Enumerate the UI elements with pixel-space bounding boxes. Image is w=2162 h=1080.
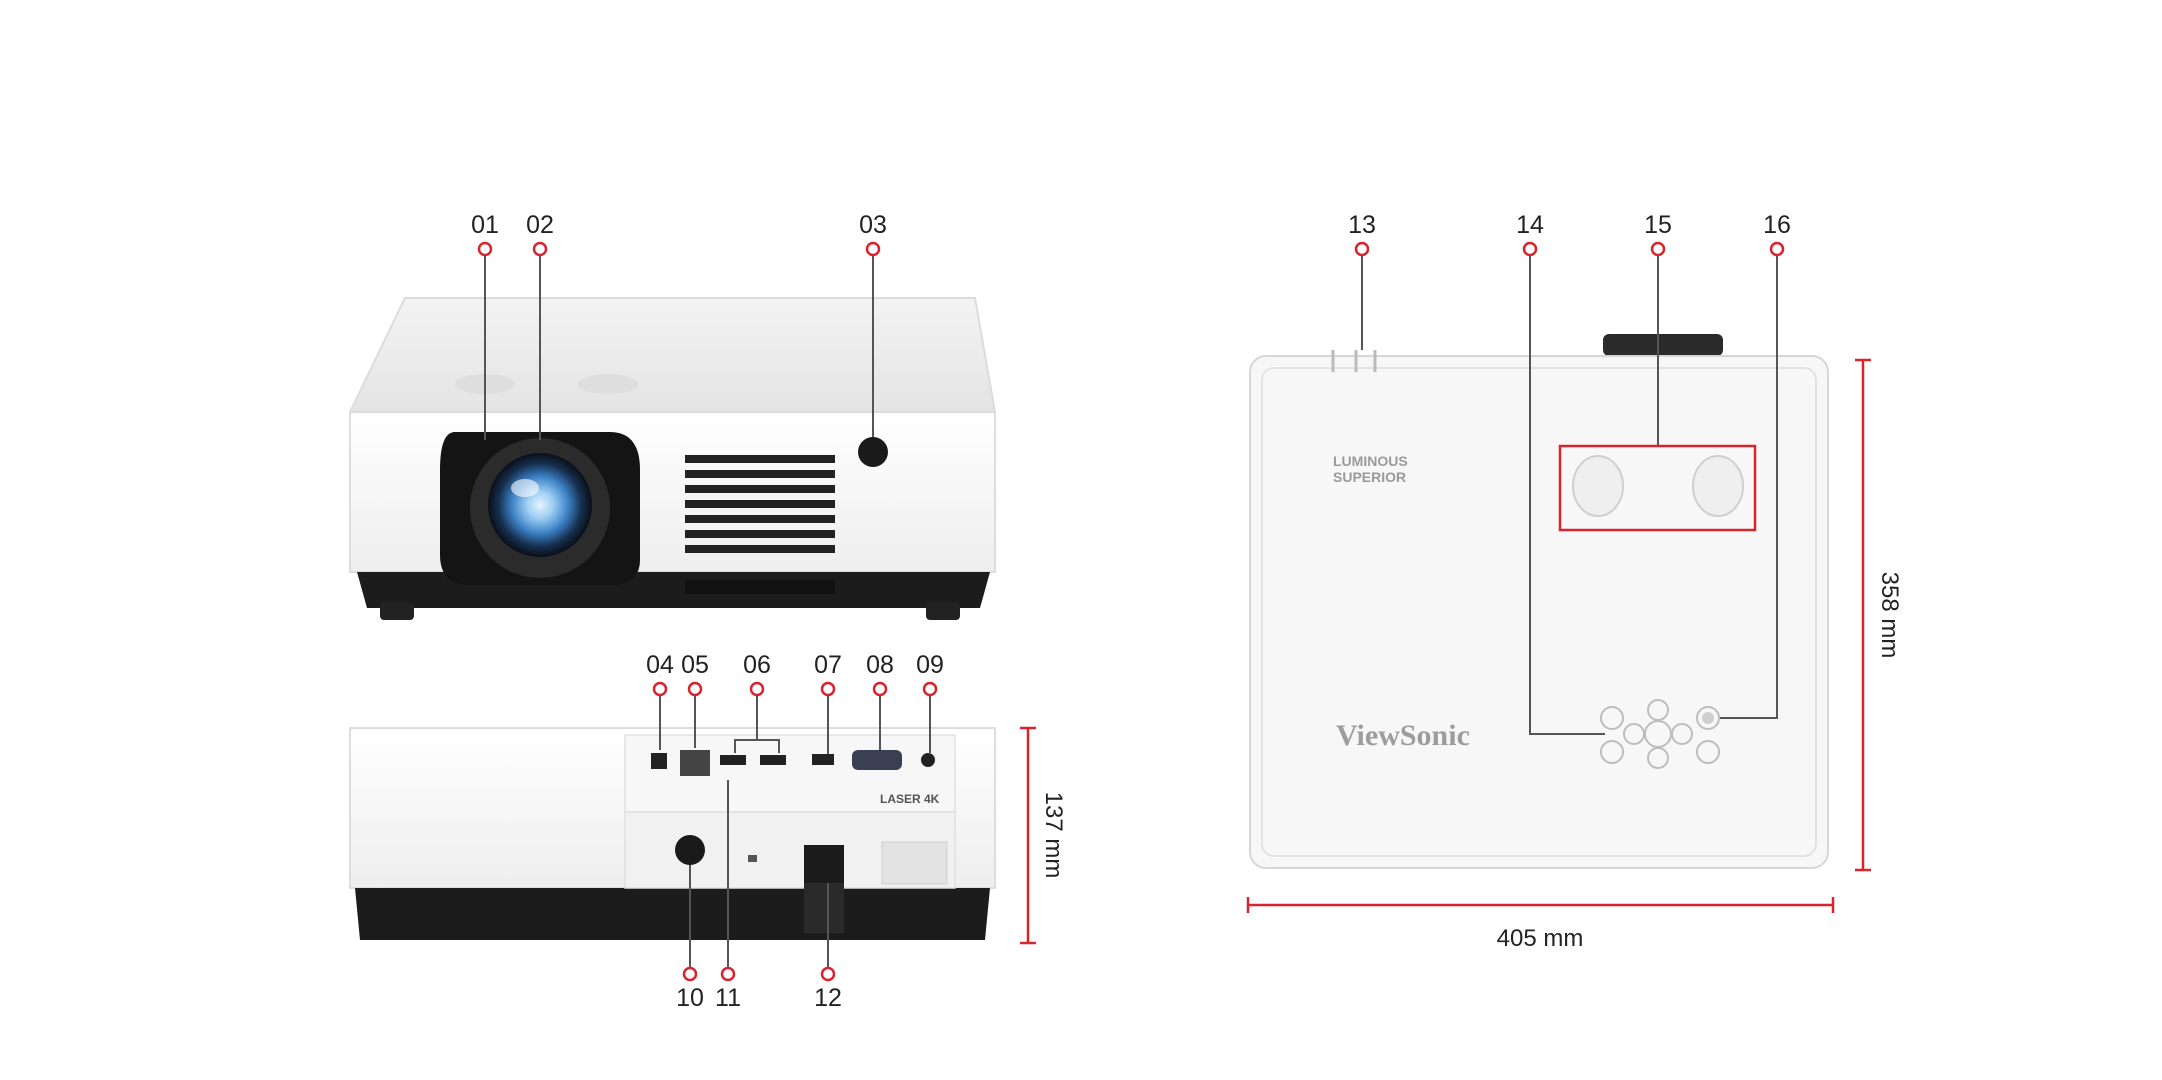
luminous-badge-line2: SUPERIOR (1333, 469, 1406, 485)
lens-shift-dial-right (1692, 455, 1744, 517)
callout-label-09: 09 (916, 651, 944, 679)
ir-receiver-icon (858, 437, 888, 467)
marker-11 (720, 966, 736, 982)
power-cord-channel (804, 883, 844, 933)
width-dimension-label: 405 mm (1497, 925, 1584, 952)
marker-01 (477, 241, 493, 257)
control-keypad (1600, 699, 1720, 769)
marker-05 (687, 681, 703, 697)
marker-03 (865, 241, 881, 257)
marker-14 (1522, 241, 1538, 257)
marker-16 (1769, 241, 1785, 257)
top-lens-knob (1603, 334, 1723, 356)
luminous-badge-line1: LUMINOUS (1333, 453, 1408, 469)
rear-ir-receiver (675, 835, 705, 865)
front-view (348, 297, 997, 620)
callout-label-15: 15 (1644, 211, 1672, 239)
callout-label-02: 02 (526, 211, 554, 239)
marker-10 (682, 966, 698, 982)
marker-15 (1650, 241, 1666, 257)
marker-08 (872, 681, 888, 697)
lens-shift-dial-left (1572, 455, 1624, 517)
top-view: LUMINOUS SUPERIOR ViewSonic (1249, 334, 1829, 869)
front-vent-grille (685, 455, 835, 594)
callout-label-01: 01 (471, 211, 499, 239)
callout-label-03: 03 (859, 211, 887, 239)
marker-04 (652, 681, 668, 697)
callout-label-13: 13 (1348, 211, 1376, 239)
callout-label-12: 12 (814, 984, 842, 1012)
callout-label-10: 10 (676, 984, 704, 1012)
port-09-audio (921, 753, 935, 767)
front-top-grip-right (578, 374, 638, 394)
callout-labels: 01 02 03 04 05 06 07 08 09 10 11 12 13 1… (471, 211, 1791, 1012)
front-lens-highlight (511, 479, 539, 497)
marker-13 (1354, 241, 1370, 257)
front-top-surface (348, 297, 997, 413)
callout-leaders (484, 255, 1778, 968)
kensington-slot (748, 855, 757, 862)
dimension-lines (1020, 358, 1871, 945)
speaker-grille-icon (881, 841, 948, 885)
port-06-hdmi-1 (720, 755, 746, 765)
callout-label-05: 05 (681, 651, 709, 679)
rear-base (355, 888, 990, 940)
port-06-hdmi-2 (760, 755, 786, 765)
port-05-lan (680, 750, 710, 776)
callout-label-08: 08 (866, 651, 894, 679)
port-08-vga (852, 750, 902, 770)
lens-shift-highlight-box (1558, 444, 1757, 532)
top-inner-panel (1261, 367, 1817, 857)
front-foot-left (380, 602, 414, 620)
front-lens-glass (488, 453, 592, 557)
port-07-usb (812, 754, 834, 765)
callout-label-04: 04 (646, 651, 674, 679)
marker-02 (532, 241, 548, 257)
top-body (1249, 355, 1829, 869)
marker-12 (820, 966, 836, 982)
laser-badge: LASER 4K (880, 792, 940, 806)
marker-06 (749, 681, 765, 697)
callout-label-14: 14 (1516, 211, 1544, 239)
depth-dimension-label: 358 mm (1876, 572, 1903, 659)
port-04 (651, 753, 667, 769)
callout-label-16: 16 (1763, 211, 1791, 239)
power-button (1702, 712, 1714, 724)
callout-markers (477, 241, 1785, 982)
rear-view: LASER 4K (349, 727, 996, 940)
callout-label-11: 11 (715, 984, 741, 1012)
power-socket-icon (804, 845, 844, 883)
callout-label-07: 07 (814, 651, 842, 679)
callout-label-06: 06 (743, 651, 771, 679)
marker-07 (820, 681, 836, 697)
marker-09 (922, 681, 938, 697)
height-dimension-label: 137 mm (1040, 792, 1067, 879)
brand-logo: ViewSonic (1336, 719, 1470, 752)
front-foot-right (926, 602, 960, 620)
